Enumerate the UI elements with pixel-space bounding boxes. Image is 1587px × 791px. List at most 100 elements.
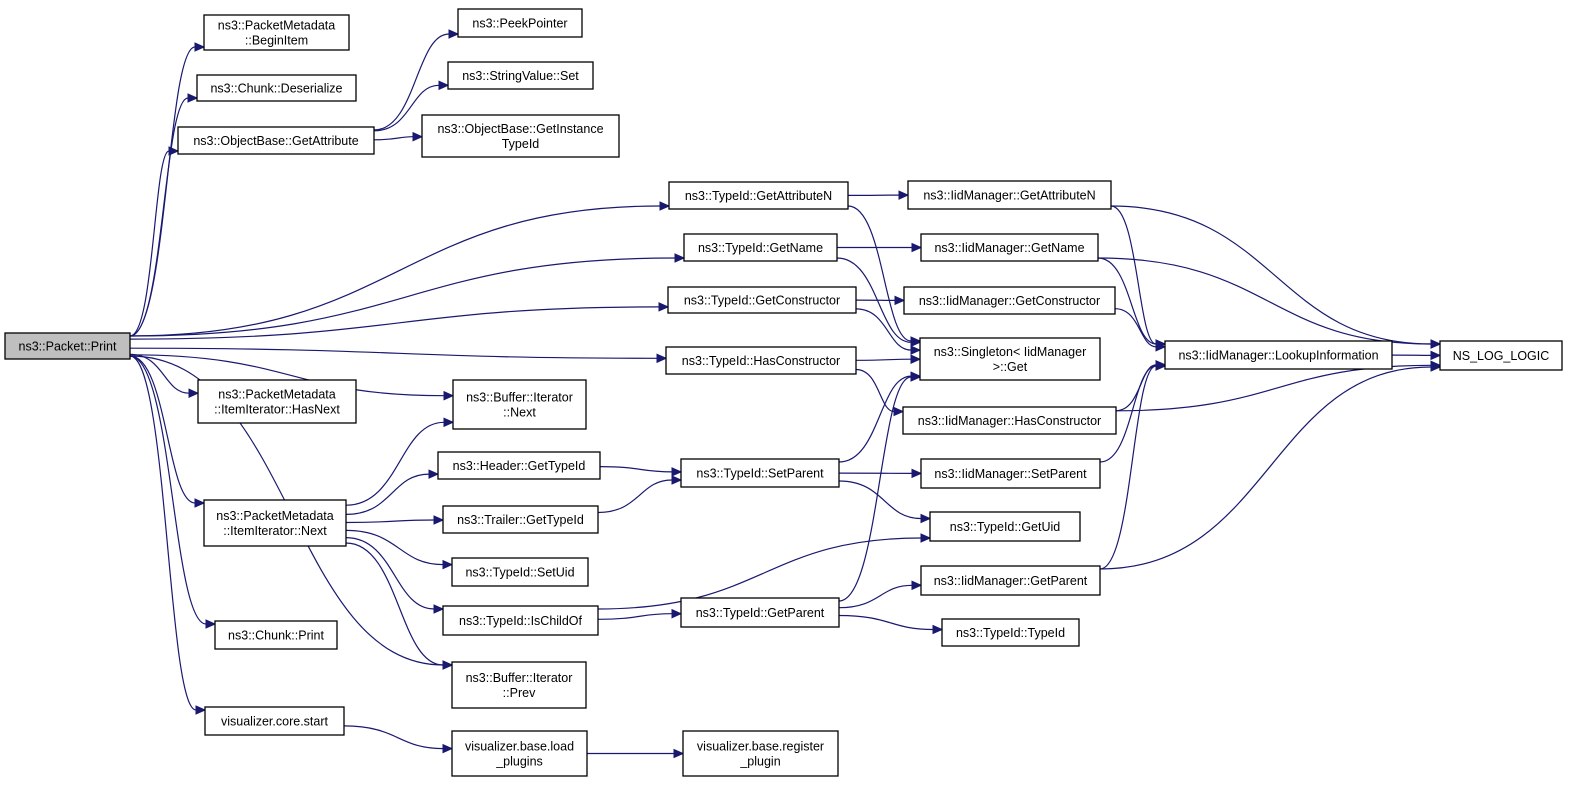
node-label: ns3::Trailer::GetTypeId [457,513,584,527]
edge-tid-ischildof-to-tid-getuid [597,537,922,610]
node-label: ::Next [503,406,536,420]
edge-itemit-next-to-buf-prev [345,542,444,666]
node-tid-typeid[interactable]: ns3::TypeId::TypeId [941,618,1080,647]
node-label: ns3::Packet::Print [19,340,117,354]
node-buf-prev[interactable]: ns3::Buffer::Iterator::Prev [451,661,587,709]
node-itemit-next[interactable]: ns3::PacketMetadata::ItemIterator::Next [203,499,347,547]
node-box [668,181,849,210]
edge-print-to-tid-getname [129,257,676,337]
node-beginitem[interactable]: ns3::PacketMetadata::BeginItem [203,14,350,51]
edge-tid-getctor-to-singleton [855,308,912,351]
arrowhead-icon [442,660,454,670]
node-label: ns3::PeekPointer [472,17,567,31]
node-hdr-gettid[interactable]: ns3::Header::GetTypeId [437,451,601,480]
node-print[interactable]: ns3::Packet::Print [4,332,131,360]
node-label: ns3::TypeId::TypeId [956,626,1065,640]
node-label: ns3::IidManager::SetParent [934,467,1087,481]
edge-tid-getattrn-to-singleton [847,205,912,342]
arrowhead-icon [911,580,923,591]
edge-tid-hasctor-to-singleton [855,358,912,361]
node-viz-load[interactable]: visualizer.base.load_plugins [451,730,588,777]
node-label: ns3::PacketMetadata [218,388,335,402]
node-label: ns3::TypeId::SetUid [465,566,574,580]
node-tid-getparent[interactable]: ns3::TypeId::GetParent [680,597,840,628]
arrowhead-icon [656,353,668,364]
arrowhead-icon [187,93,199,103]
node-chunk-print[interactable]: ns3::Chunk::Print [214,620,338,650]
node-label: ns3::Chunk::Deserialize [210,82,342,96]
arrowhead-icon [910,372,922,382]
node-label: NS_LOG_LOGIC [1453,349,1550,363]
node-label: ns3::TypeId::IsChildOf [459,614,583,628]
node-viz-register[interactable]: visualizer.base.register_plugin [682,730,839,777]
arrowhead-icon [894,295,906,306]
node-trl-gettid[interactable]: ns3::Trailer::GetTypeId [442,505,599,534]
node-label: ns3::Chunk::Print [228,629,324,643]
arrowhead-icon [1430,362,1442,372]
node-singleton[interactable]: ns3::Singleton< IidManager>::Get [919,337,1101,381]
node-tid-ischildof[interactable]: ns3::TypeId::IsChildOf [442,605,599,636]
node-itemit-hasnext[interactable]: ns3::PacketMetadata::ItemIterator::HasNe… [197,379,357,424]
edge-iid-getctor-to-iid-lookup [1114,308,1157,348]
node-box [197,379,357,424]
node-iid-getparent[interactable]: ns3::IidManager::GetParent [920,565,1101,596]
node-box [920,565,1101,596]
node-label: ns3::IidManager::GetParent [934,574,1088,588]
node-chunk-deser[interactable]: ns3::Chunk::Deserialize [196,74,357,102]
node-viz-start[interactable]: visualizer.core.start [204,706,345,736]
arrowhead-icon [443,390,455,401]
arrowhead-icon [910,354,922,364]
node-iid-lookup[interactable]: ns3::IidManager::LookupInformation [1164,340,1393,370]
arrowhead-icon [911,468,923,479]
node-getattr[interactable]: ns3::ObjectBase::GetAttribute [177,126,375,155]
edge-print-to-beginitem [129,46,196,337]
node-tid-setuid[interactable]: ns3::TypeId::SetUid [451,557,589,587]
arrowhead-icon [910,345,922,355]
edge-trl-gettid-to-tid-setparent [597,479,673,514]
node-peekptr[interactable]: ns3::PeekPointer [457,8,583,38]
node-box [452,379,587,430]
edge-iid-getparent-to-nslog [1099,366,1432,570]
node-tid-getattrn[interactable]: ns3::TypeId::GetAttributeN [668,181,849,210]
node-tid-getuid[interactable]: ns3::TypeId::GetUid [929,511,1081,542]
node-box [457,8,583,38]
edge-iid-getname-to-iid-lookup [1097,257,1157,345]
node-label: ns3::TypeId::GetConstructor [684,294,840,308]
edge-print-to-getattr [129,150,170,337]
node-label: visualizer.base.register [697,740,824,754]
node-iid-hasctor[interactable]: ns3::IidManager::HasConstructor [902,406,1117,435]
node-iid-getctor[interactable]: ns3::IidManager::GetConstructor [903,286,1116,315]
node-box [421,114,620,158]
arrowhead-icon [1155,342,1167,352]
node-label: ns3::TypeId::GetParent [696,606,825,620]
node-nslog[interactable]: NS_LOG_LOGIC [1439,340,1563,371]
edge-itemit-next-to-tid-setuid [345,529,444,566]
node-iid-getname[interactable]: ns3::IidManager::GetName [920,233,1099,262]
edge-iid-hasctor-to-nslog [1115,364,1432,412]
edge-print-to-chunk-print [129,355,207,625]
node-buf-next[interactable]: ns3::Buffer::Iterator::Next [452,379,587,430]
arrowhead-icon [442,743,454,754]
node-tid-hasctor[interactable]: ns3::TypeId::HasConstructor [665,346,857,375]
edge-print-to-viz-start [129,355,197,711]
node-iid-getattrn[interactable]: ns3::IidManager::GetAttributeN [907,180,1112,210]
node-tid-getctor[interactable]: ns3::TypeId::GetConstructor [667,286,857,314]
node-tid-getname[interactable]: ns3::TypeId::GetName [683,233,838,262]
node-label: ::Prev [503,686,536,700]
node-tid-setparent[interactable]: ns3::TypeId::SetParent [680,458,840,488]
node-label: ns3::Header::GetTypeId [453,459,586,473]
node-label: ::ItemIterator::Next [223,524,327,538]
arrowhead-icon [659,201,671,211]
node-box [196,74,357,102]
arrowhead-icon [911,242,923,253]
node-label: ns3::StringValue::Set [462,69,579,83]
node-box [919,337,1101,381]
node-strset[interactable]: ns3::StringValue::Set [447,61,594,90]
node-label: ::BeginItem [245,34,308,48]
node-box [451,730,588,777]
node-iid-setparent[interactable]: ns3::IidManager::SetParent [920,458,1101,489]
node-label: _plugin [739,755,780,769]
edges-layer [129,29,1442,759]
